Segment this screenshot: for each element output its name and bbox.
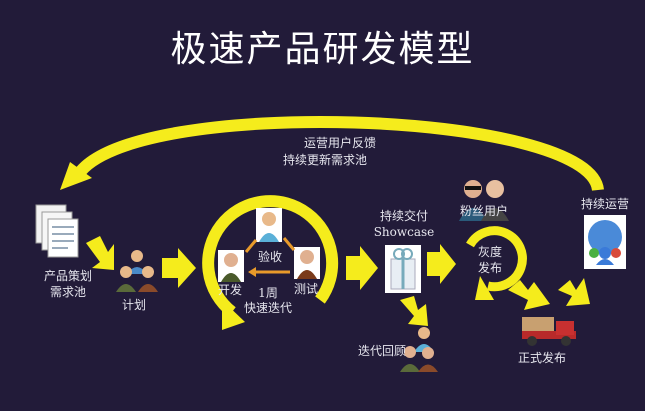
arrow-delivery-to-retro [400,296,428,326]
tester-person-icon [294,247,320,279]
arrow-pool-to-plan [86,236,114,270]
globe-users-icon [584,215,626,269]
gray-line1: 灰度 [477,245,503,259]
dev-label: 开发 [217,283,243,297]
pool-line1: 产品策划 [43,269,93,283]
test-label: 测试 [293,282,319,296]
arrow-iter-to-delivery [346,246,378,290]
developer-person-icon [218,250,244,282]
delivery-line1: 持续交付 [379,209,429,223]
feedback-arc [72,115,604,192]
gray-loop [466,226,527,292]
accept-label: 验收 [257,250,283,264]
feedback-line2: 持续更新需求池 [282,153,368,167]
retro-team-icon [400,327,438,372]
delivery-line2: Showcase [373,225,435,239]
release-label: 正式发布 [517,351,567,365]
iteration-loop [202,195,339,317]
gray-loop-head [475,276,494,300]
document-icon [35,204,79,258]
acceptance-person-icon [256,208,282,242]
gray-line2: 发布 [477,261,503,275]
arrow-gray-to-release [508,280,550,310]
fans-label: 粉丝用户 [459,204,509,218]
team-icon [116,250,158,292]
retro-label: 迭代回顾 [357,344,407,358]
page-title: 极速产品研发模型 [170,29,475,70]
pool-line2: 需求池 [49,285,87,299]
iteration-label: 快速迭代 [243,301,293,315]
arrow-delivery-to-gray [427,244,456,284]
operations-label: 持续运营 [580,197,630,211]
period-label: 1周 [258,286,278,300]
iteration-loop-head [222,300,245,330]
fans-icon [459,180,509,221]
feedback-line1: 运营用户反馈 [303,136,377,150]
gift-box-icon [385,245,421,293]
feedback-arrowhead [60,162,92,190]
arrow-release-to-ops [558,278,590,306]
truck-icon [522,317,576,346]
plan-label: 计划 [121,298,147,312]
arrow-plan-to-iter [162,248,196,288]
